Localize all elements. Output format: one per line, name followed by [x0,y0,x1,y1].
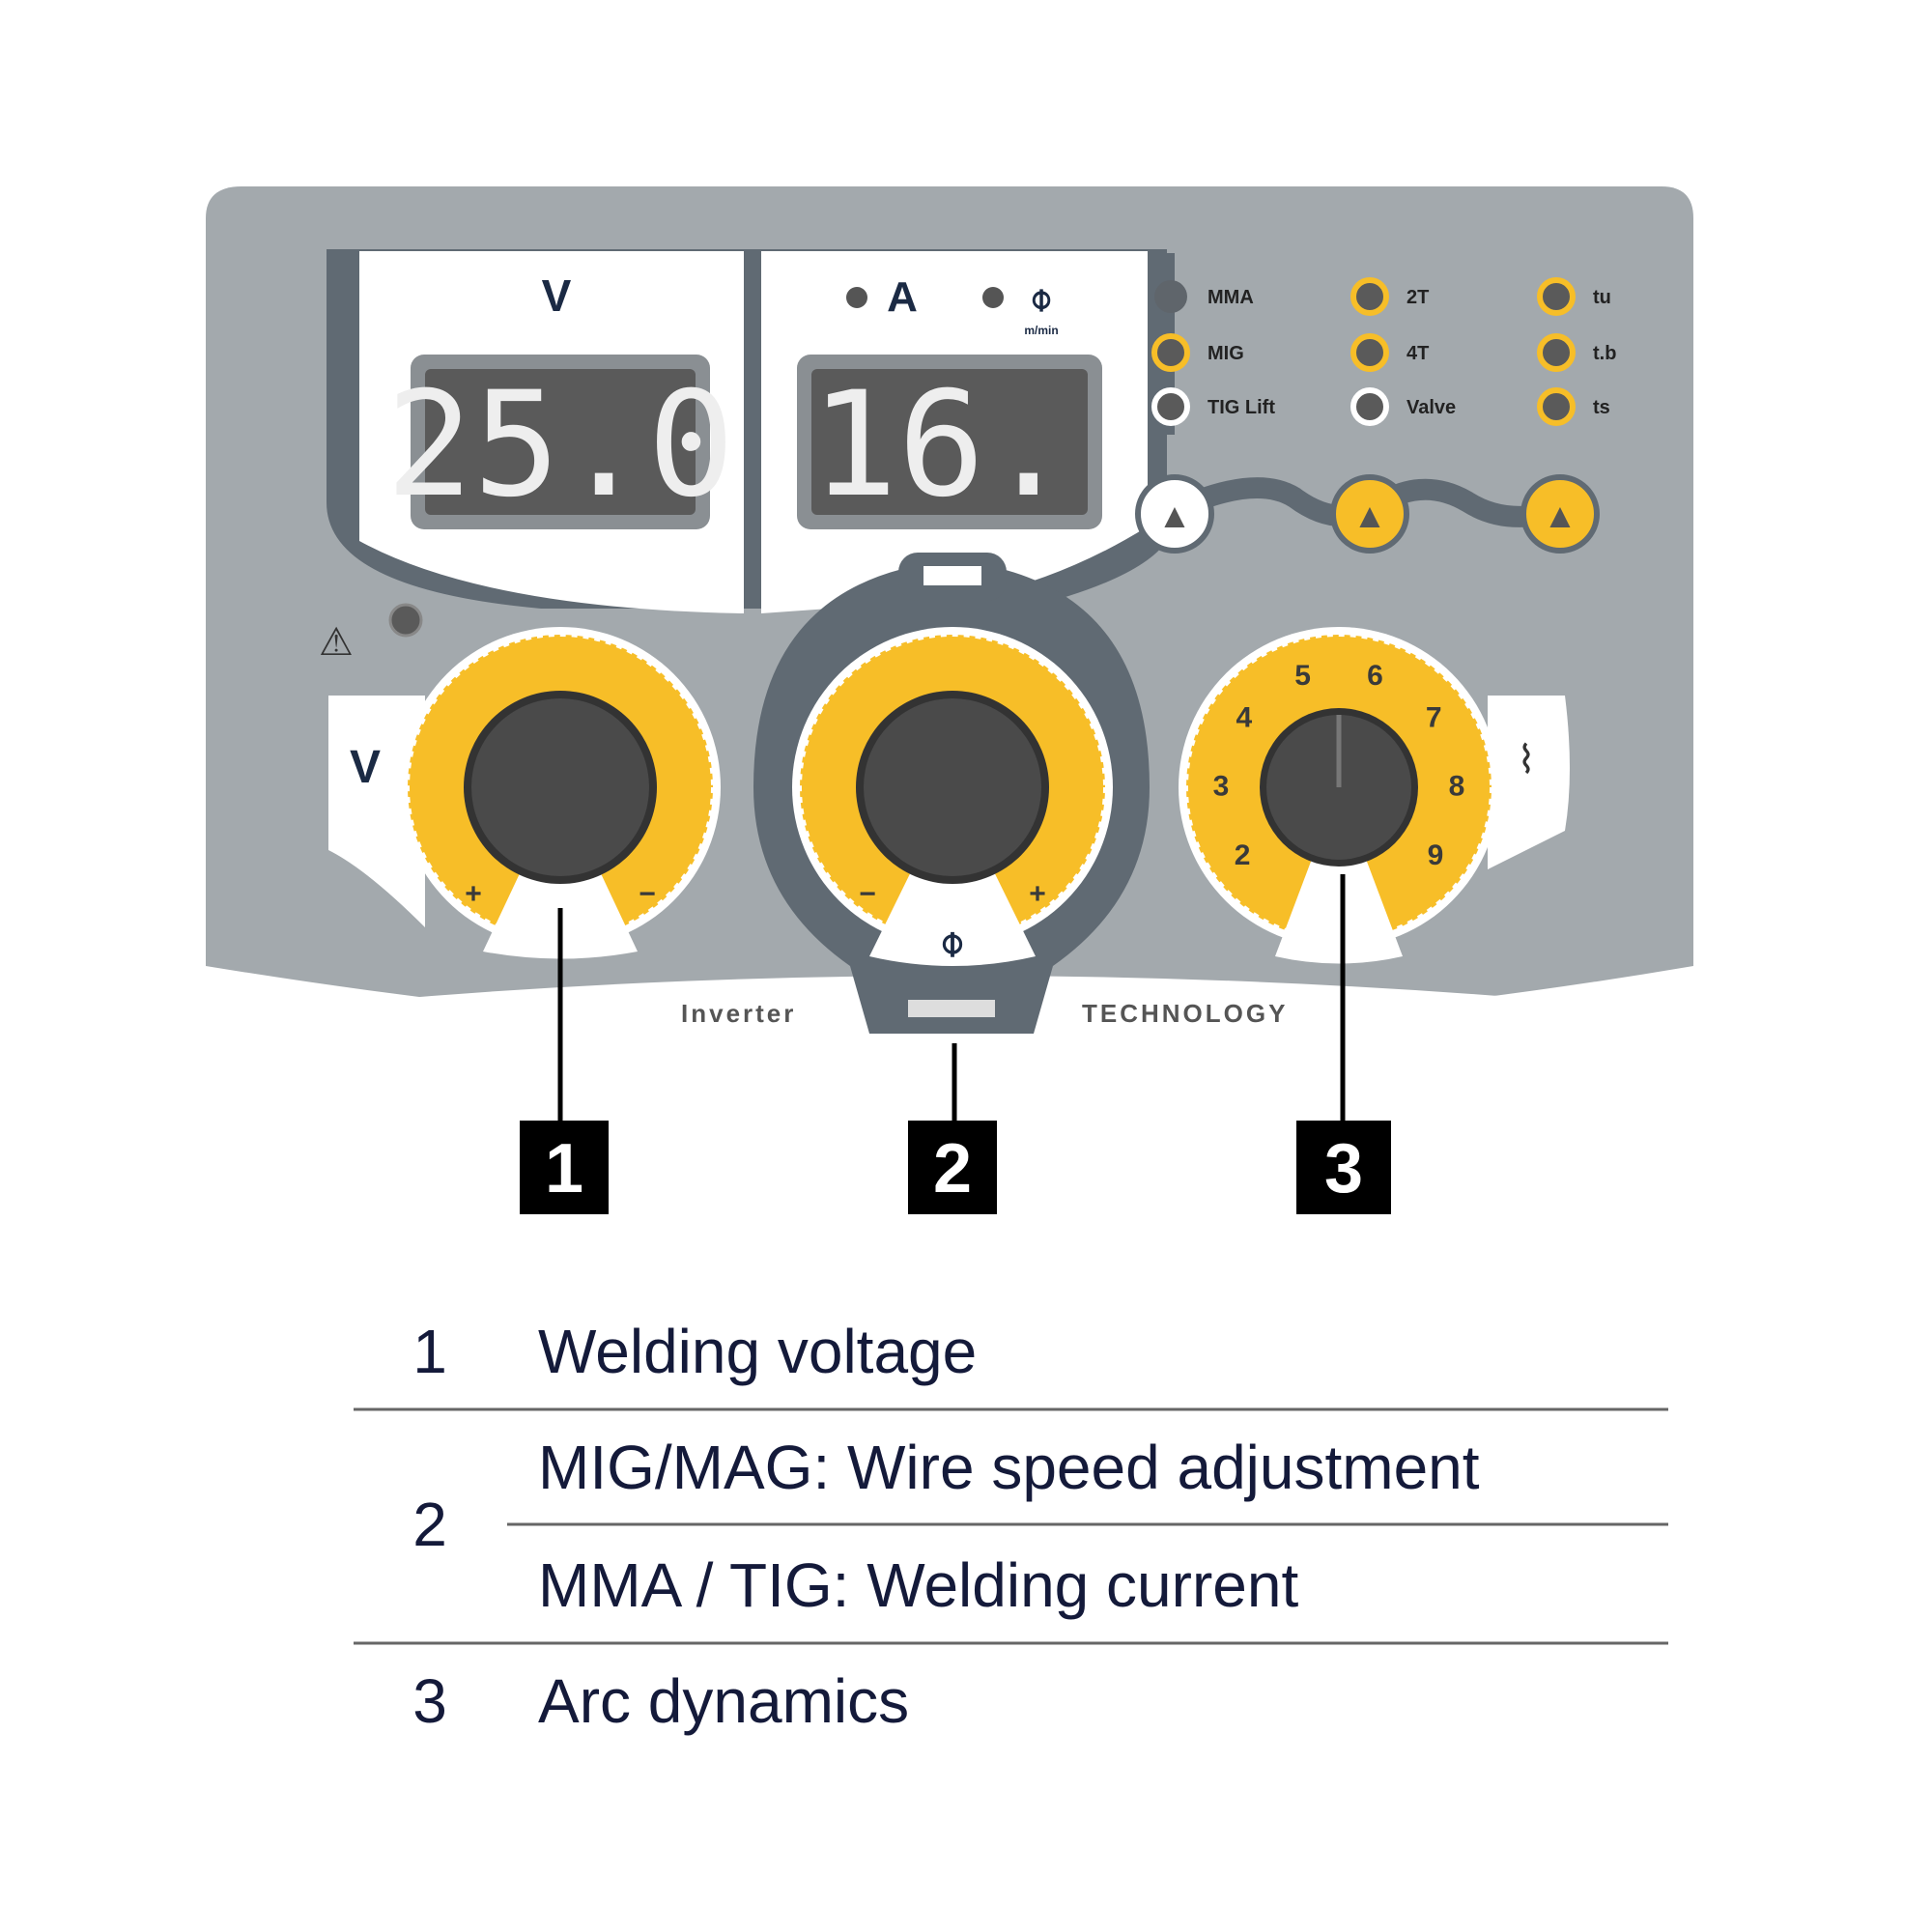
brand-inverter: Inverter [681,999,796,1028]
brand-technology: TECHNOLOGY [1082,999,1288,1028]
led-valve-label: Valve [1406,397,1456,418]
callout-box-3 [1296,1121,1391,1214]
led-4t-label: 4T [1406,343,1429,364]
current-unit-label: A [887,273,918,321]
voltage-unit-label: V [542,270,572,321]
wire-speed-sublabel: m/min [1024,324,1058,337]
current-display [811,369,1088,515]
thermal-warning-icon: ⚠ [319,621,354,664]
knob2-minus-label: − [859,878,876,910]
arc-scale-tick-label: 2 [1235,839,1251,871]
arc-dynamics-icon: ⌇ [1517,739,1536,781]
legend-text-2b: MMA / TIG: Welding current [538,1550,1298,1620]
arc-scale-tick-label: 3 [1213,770,1230,802]
wire-speed-indicator-led [982,287,1004,308]
led-mig [1151,333,1190,372]
knob1-unit-label: V [350,742,381,793]
arc-scale-tick-label: 5 [1294,660,1311,692]
legend-text-2a: MIG/MAG: Wire speed adjustment [538,1433,1480,1502]
triangle-up-icon: ▲ [1352,496,1387,535]
wire-speed-icon: ⌽ [940,919,965,966]
legend-number-2: 2 [412,1490,447,1559]
time-led-group: tu t.b ts [1537,277,1616,426]
arc-scale-tick-label: 9 [1428,839,1444,871]
trigger-led-group: 2T 4T Valve [1350,277,1456,426]
led-tb [1537,333,1576,372]
callout-box-2 [908,1121,997,1214]
voltage-display-value: 25.0 [385,361,734,529]
led-tu-label: tu [1593,287,1611,308]
led-ts [1537,387,1576,426]
callout-number-1: 1 [545,1130,583,1208]
led-tig-lift-label: TIG Lift [1208,397,1275,418]
thermal-warning-led [388,603,423,638]
callout-number-2: 2 [933,1130,972,1208]
callout-number-3: 3 [1324,1130,1363,1208]
triangle-up-icon: ▲ [1543,496,1577,535]
wire-speed-current-knob[interactable] [864,698,1041,876]
arc-scale-tick-label: 4 [1236,702,1252,734]
torch-icon [908,1000,995,1017]
legend-number-1: 1 [412,1317,447,1386]
legend-text-3: Arc dynamics [538,1666,909,1736]
led-valve [1350,387,1389,426]
current-display-value: 16. [810,361,1072,529]
led-4t [1350,333,1389,372]
arc-scale-tick-label: 8 [1449,770,1465,802]
knob1-label-tab [328,696,425,927]
arc-scale-tick-label: 6 [1367,660,1383,692]
voltage-display [425,369,696,515]
callout-box-1 [520,1121,609,1214]
knob2-plus-label: + [1029,878,1046,910]
time-select-button[interactable]: ▲ [1520,474,1600,554]
knob1-plus-label: + [465,878,482,910]
welding-voltage-knob[interactable] [471,698,649,876]
led-2t [1350,277,1389,316]
led-mig-label: MIG [1208,343,1244,364]
trigger-select-button[interactable]: ▲ [1330,474,1409,554]
triangle-up-icon: ▲ [1157,496,1192,535]
arc-scale-tick-label: 7 [1426,702,1442,734]
wire-feed-ring-indicator [923,566,981,585]
legend-number-3: 3 [412,1666,447,1736]
mode-led-group: MMA MIG TIG Lift [1151,280,1275,426]
wire-speed-icon: ⌽ [1030,277,1053,320]
arc-dynamics-scale: 2 3 4 5 6 7 8 9 [1213,660,1465,871]
led-mma-label: MMA [1208,287,1254,308]
led-mma [1154,280,1187,313]
led-2t-label: 2T [1406,287,1429,308]
led-ts-label: ts [1593,397,1610,418]
knob1-minus-label: − [639,878,656,910]
knob3-label-tab [1488,696,1570,869]
led-tb-label: t.b [1593,343,1616,364]
led-tu [1537,277,1576,316]
legend-table: 1 Welding voltage 2 MIG/MAG: Wire speed … [354,1317,1668,1736]
current-indicator-led [846,287,867,308]
legend-text-1: Welding voltage [538,1317,977,1386]
mode-select-button[interactable]: ▲ [1135,474,1214,554]
led-tig-lift [1151,387,1190,426]
